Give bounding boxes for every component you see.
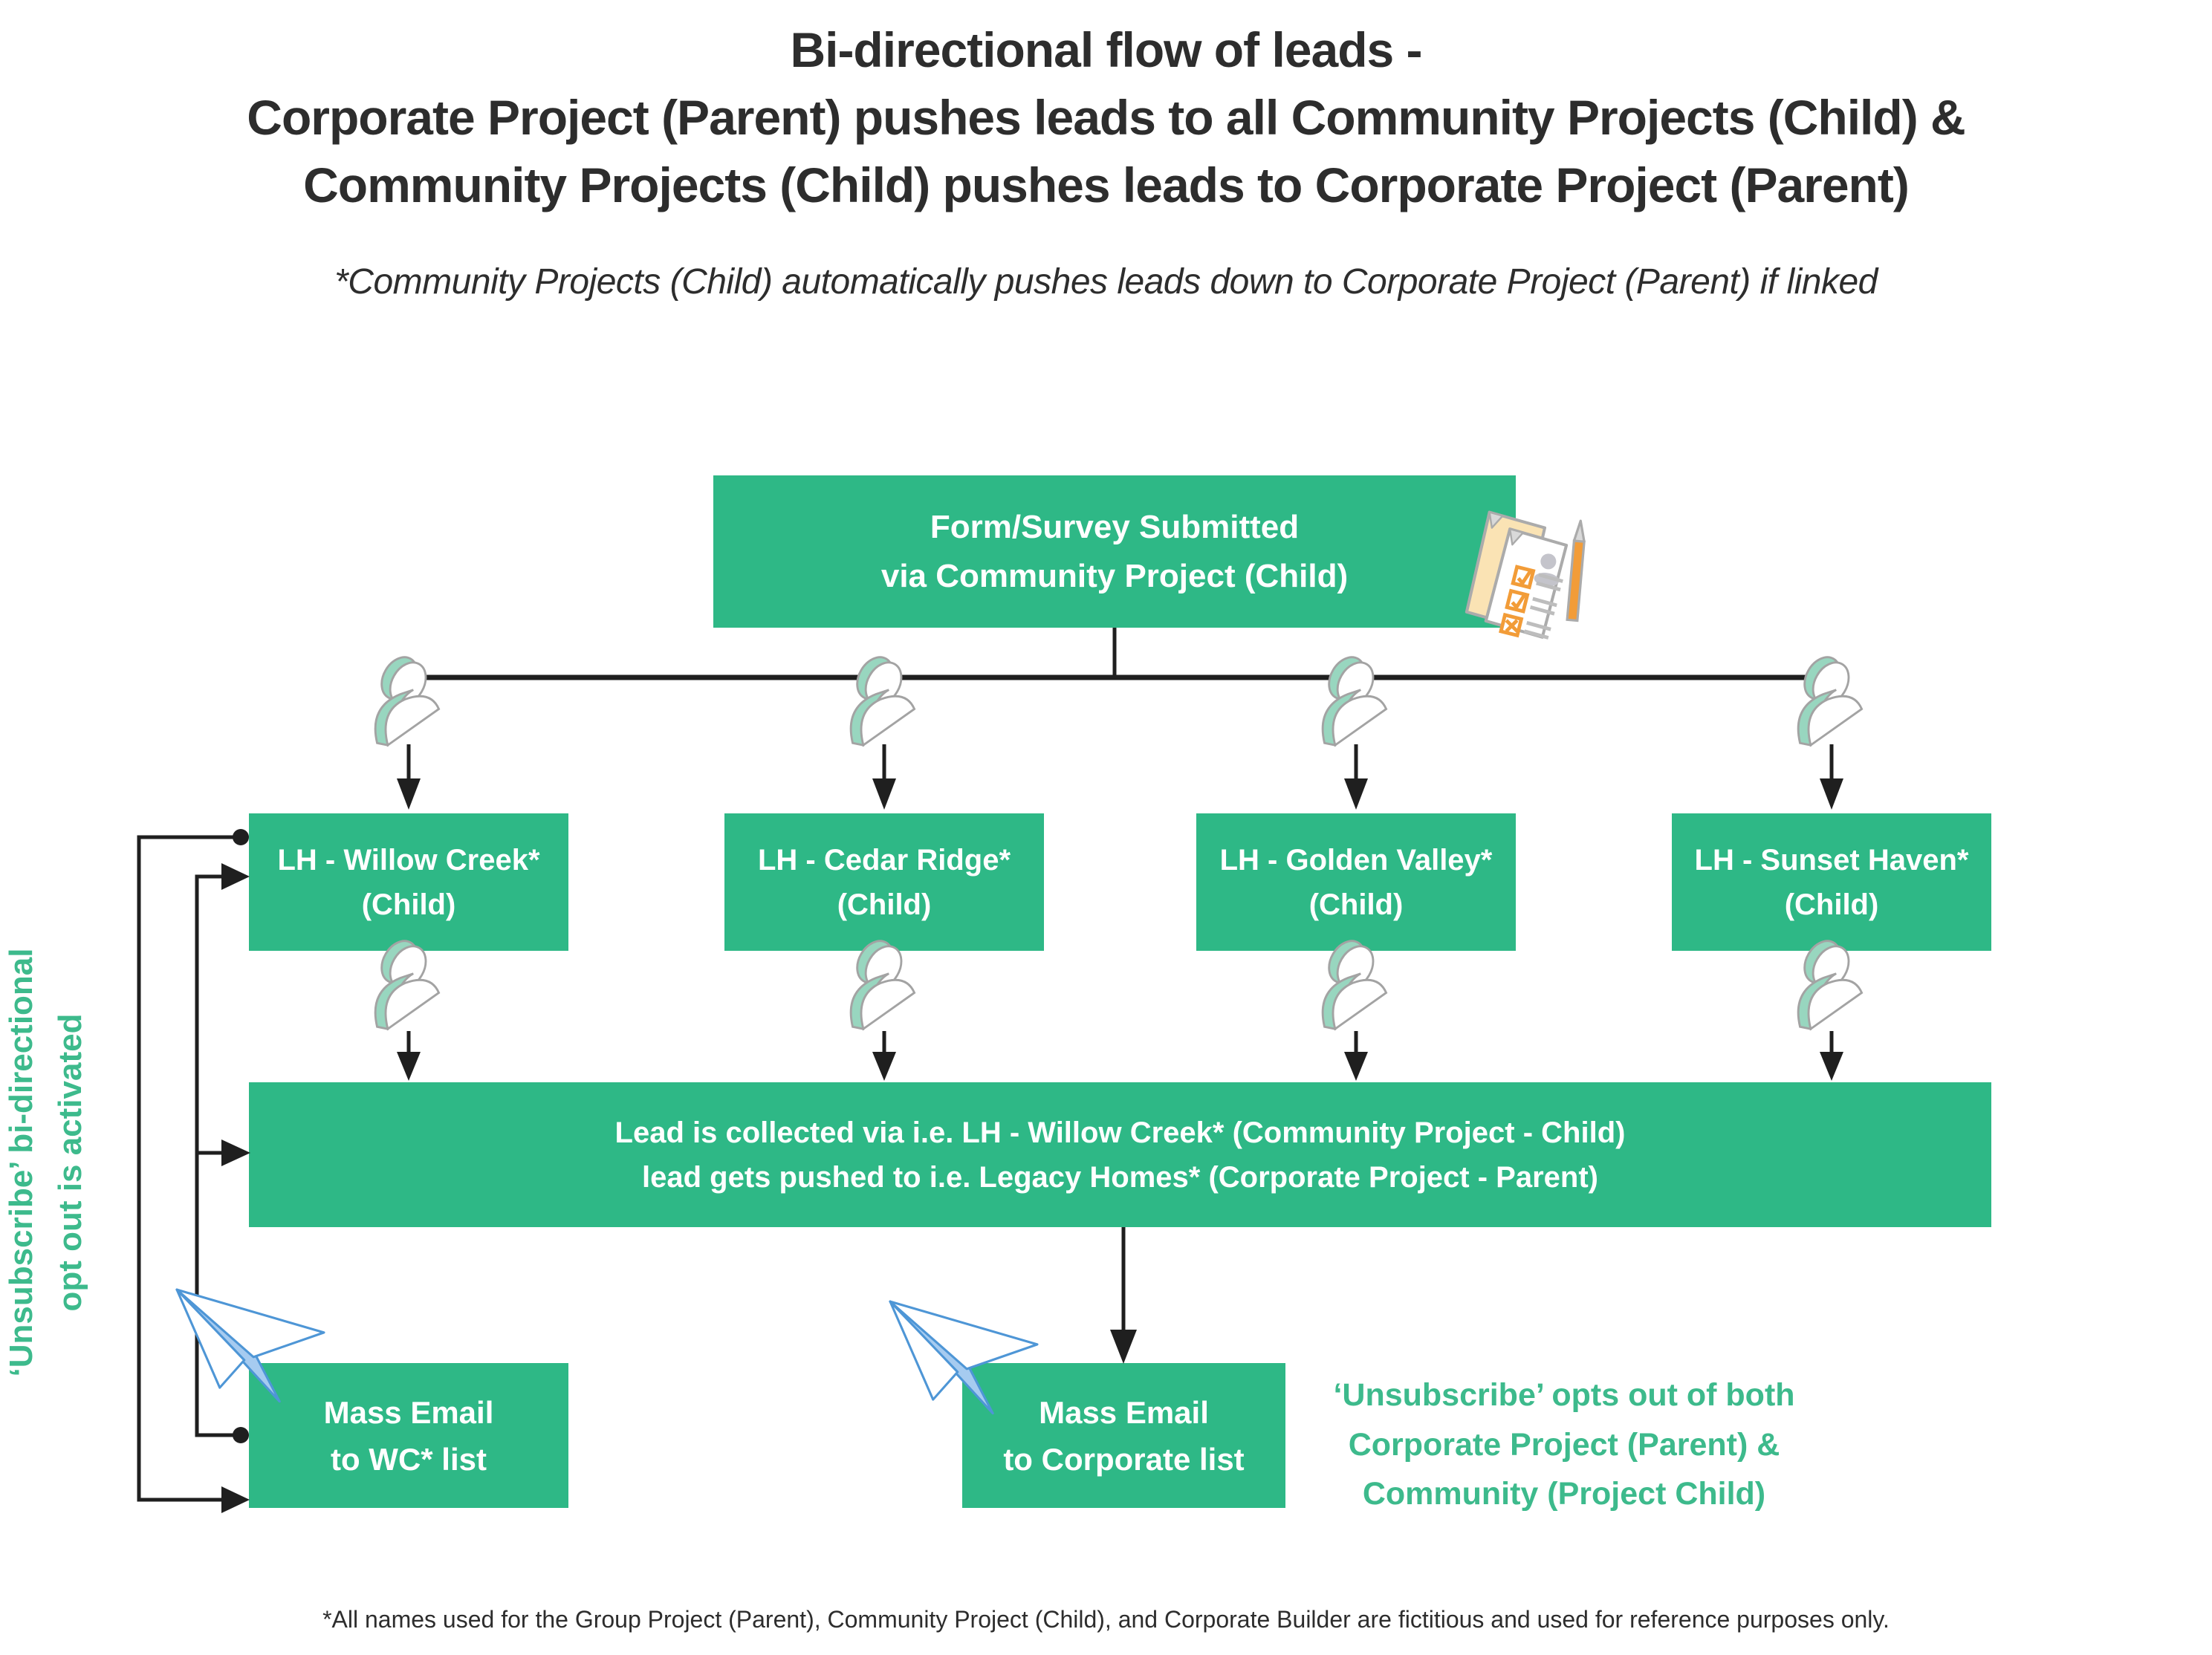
mass-email-corporate-line-1: Mass Email [1039, 1394, 1209, 1430]
right-note-line-1: ‘Unsubscribe’ opts out of both [1333, 1377, 1795, 1413]
unsubscribe-bracket-inner [195, 863, 250, 1443]
child-box-sublabel: (Child) [1308, 888, 1404, 921]
unsubscribe-bracket-outer [137, 829, 250, 1513]
lead-collected-line-1: Lead is collected via i.e. LH - Willow C… [614, 1116, 1626, 1149]
lead-person-icon [1796, 654, 1864, 747]
rail-arrows [397, 744, 1843, 810]
child-box-willow-creek: LH - Willow Creek* (Child) [249, 813, 568, 951]
unsubscribe-left-note-rotated: ‘Unsubscribe’ bi-directional opt out is … [0, 903, 101, 1422]
footer-disclaimer: *All names used for the Group Project (P… [322, 1606, 1890, 1633]
unsubscribe-right-note: ‘Unsubscribe’ opts out of both Corporate… [1304, 1371, 1824, 1519]
lead-to-corporate-arrow [1110, 1227, 1137, 1364]
child-box-golden-valley: LH - Golden Valley* (Child) [1196, 813, 1516, 951]
lead-person-icon [373, 654, 441, 747]
child-box-sunset-haven: LH - Sunset Haven* (Child) [1672, 813, 1991, 951]
form-survey-box-line-2: via Community Project (Child) [880, 557, 1349, 594]
mass-email-corporate-box: Mass Email to Corporate list [962, 1363, 1285, 1508]
child-box-cedar-ridge: LH - Cedar Ridge* (Child) [724, 813, 1044, 951]
title-line-2: Corporate Project (Parent) pushes leads … [247, 90, 1965, 146]
lead-collected-box: Lead is collected via i.e. LH - Willow C… [249, 1082, 1991, 1227]
child-box-label: LH - Sunset Haven* [1694, 843, 1969, 877]
title-line-1: Bi-directional flow of leads - [790, 22, 1422, 77]
left-note-line-2: opt out is activated [52, 1013, 88, 1312]
mass-email-corporate-line-2: to Corporate list [1003, 1441, 1245, 1477]
child-box-label: LH - Golden Valley* [1219, 843, 1493, 877]
lead-collected-line-2: lead gets pushed to i.e. Legacy Homes* (… [642, 1160, 1598, 1194]
mass-email-wc-line-1: Mass Email [323, 1394, 494, 1430]
form-survey-box-line-1: Form/Survey Submitted [930, 508, 1300, 545]
page-subtitle: *Community Projects (Child) automaticall… [334, 262, 1878, 302]
connector-dot [233, 829, 249, 845]
child-box-sublabel: (Child) [837, 888, 932, 921]
title-line-3: Community Projects (Child) pushes leads … [303, 157, 1910, 213]
right-note-line-3: Community (Project Child) [1362, 1476, 1766, 1512]
connector-dot [233, 1427, 249, 1443]
mass-email-wc-line-2: to WC* list [331, 1441, 487, 1477]
child-box-label: LH - Willow Creek* [277, 843, 540, 877]
child-box-sublabel: (Child) [361, 888, 456, 921]
lead-person-icon [849, 654, 916, 747]
lead-person-icon [1320, 654, 1388, 747]
child-box-label: LH - Cedar Ridge* [757, 843, 1011, 877]
right-note-line-2: Corporate Project (Parent) & [1348, 1426, 1780, 1463]
form-survey-box: Form/Survey Submitted via Community Proj… [713, 475, 1516, 628]
mass-email-wc-box: Mass Email to WC* list [249, 1363, 568, 1508]
child-box-sublabel: (Child) [1784, 888, 1879, 921]
page-title: Bi-directional flow of leads - Corporate… [0, 16, 2212, 219]
left-note-line-1: ‘Unsubscribe’ bi-directional [3, 948, 39, 1377]
child-to-lead-arrows [397, 1031, 1843, 1081]
